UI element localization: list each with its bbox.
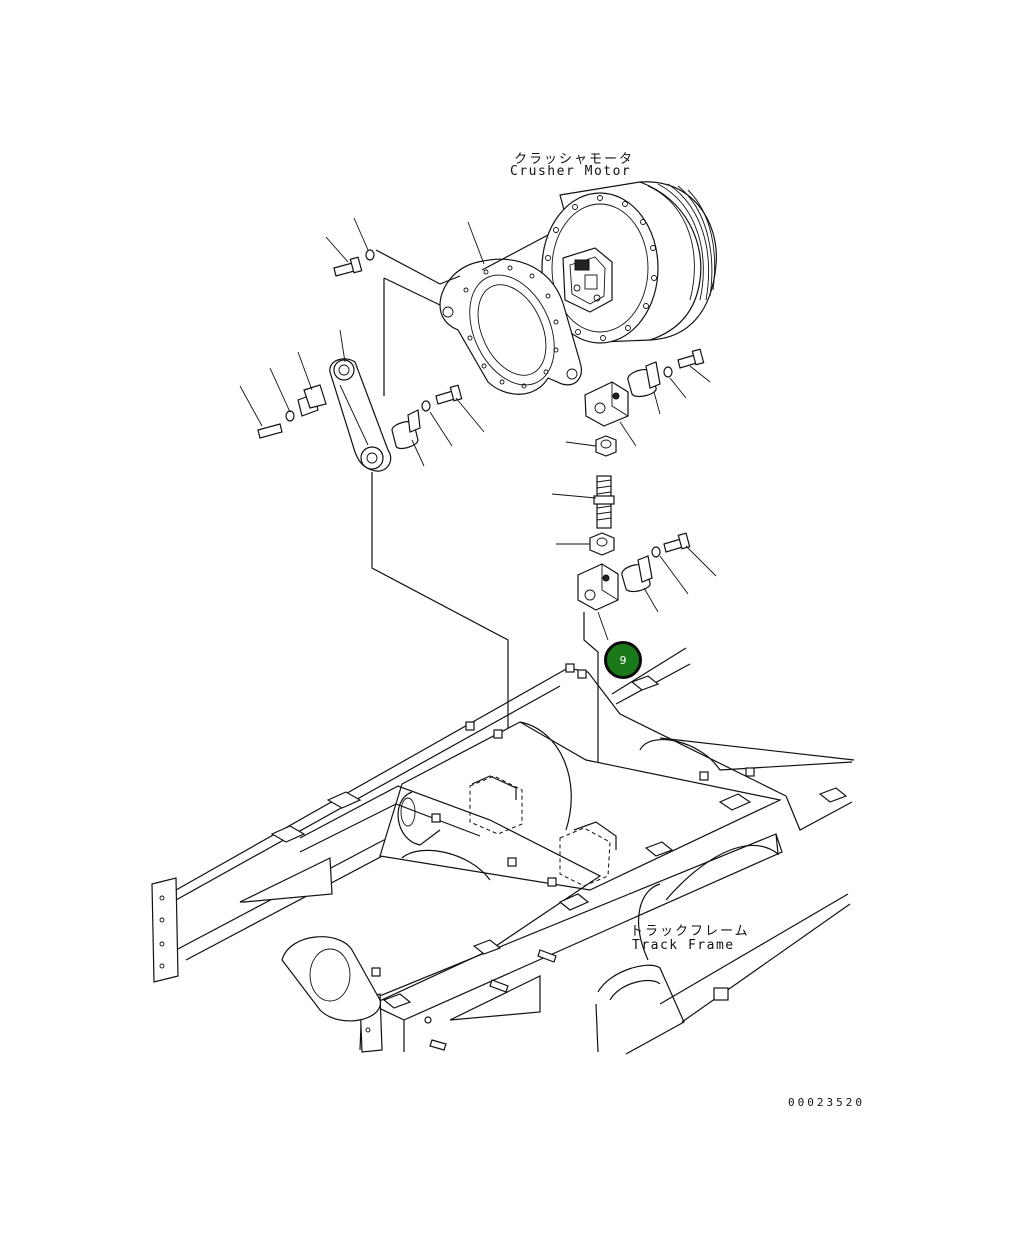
crusher-motor-label: Crusher Motor xyxy=(510,164,632,179)
right-side-parts xyxy=(577,348,705,611)
link-arm xyxy=(329,358,392,472)
left-bolts xyxy=(257,249,463,450)
track-frame-label: Track Frame xyxy=(632,938,735,953)
left-leaders xyxy=(239,217,485,467)
callout-number: 9 xyxy=(619,653,627,667)
reference-lines xyxy=(371,234,599,828)
drawing-number: 00023520 xyxy=(788,1096,865,1109)
right-leaders xyxy=(551,365,717,641)
crusher-motor xyxy=(541,181,717,344)
track-frame xyxy=(151,647,855,1055)
part-callout-9[interactable]: 9 xyxy=(604,641,642,679)
mounting-plate xyxy=(439,258,582,395)
track-frame-label-jp: トラックフレーム xyxy=(630,924,750,939)
crusher-motor-label-jp: クラッシャモータ xyxy=(514,152,635,167)
